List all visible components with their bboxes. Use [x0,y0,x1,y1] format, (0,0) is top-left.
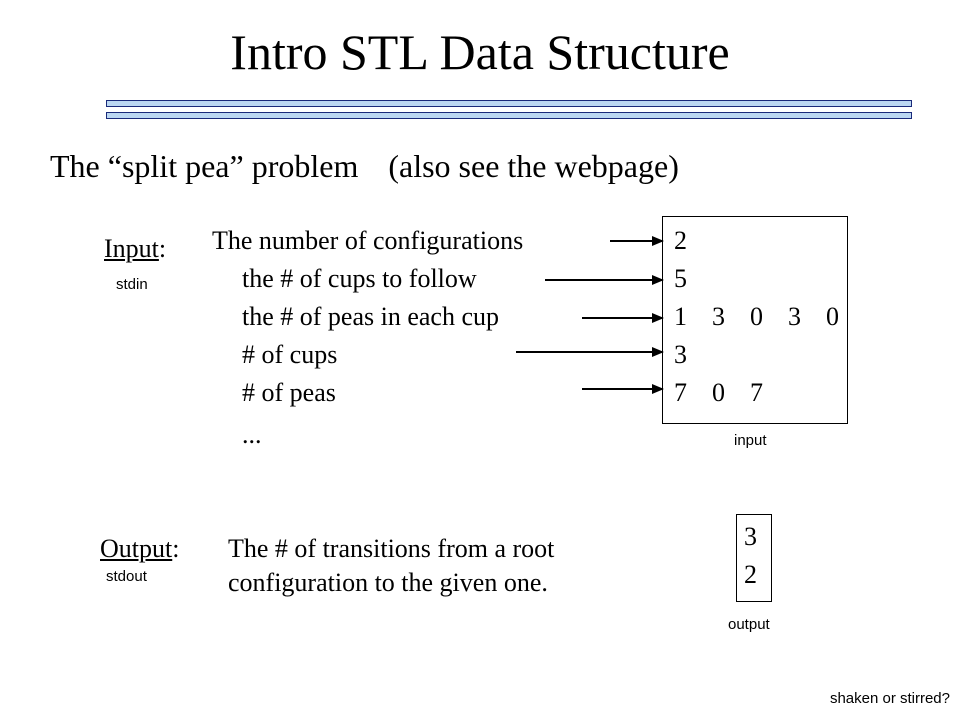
output-caption: output [728,616,770,633]
output-description: The # of transitions from a root configu… [228,532,648,600]
input-description-configurations: The number of configurations [212,226,524,255]
input-heading-colon: : [158,234,167,263]
footer-note: shaken or stirred? [829,690,950,707]
input-caption: input [734,432,767,449]
output-heading-colon: : [172,534,180,563]
title-underline-bar-top [106,100,912,107]
output-value-first: 3 [744,522,757,551]
input-description-cups-to-follow: the # of cups to follow [242,264,477,293]
input-value-cups-to-follow: 5 [674,264,687,293]
subtitle-main: The “split pea” problem [50,148,359,184]
subtitle-note: (also see the webpage) [388,148,679,184]
output-description-line1: The # of transitions from a root [228,534,555,563]
slide-subtitle: The “split pea” problem (also see the web… [50,146,679,186]
output-value-second: 2 [744,560,757,589]
input-description-num-cups: # of cups [242,340,338,369]
input-value-configurations: 2 [674,226,687,255]
input-sample-box [662,216,848,424]
output-heading-text: Output [100,534,173,563]
stdout-label: stdout [106,568,147,585]
output-description-line2: configuration to the given one. [228,568,548,597]
input-description-num-peas: # of peas [242,378,336,407]
input-heading-text: Input [104,234,159,263]
input-value-num-cups: 3 [674,340,687,369]
input-description-peas-each-cup: the # of peas in each cup [242,302,500,331]
output-sample-box [736,514,772,602]
output-heading: Output: [100,534,179,564]
input-description-ellipsis: ... [242,420,262,449]
slide-title: Intro STL Data Structure [230,24,730,80]
title-underline-bar-bottom [106,112,912,119]
input-heading: Input: [104,234,166,264]
stdin-label: stdin [116,276,148,293]
input-value-num-peas: 7 0 7 [674,378,763,407]
input-value-peas-each-cup: 1 3 0 3 0 [674,302,839,331]
